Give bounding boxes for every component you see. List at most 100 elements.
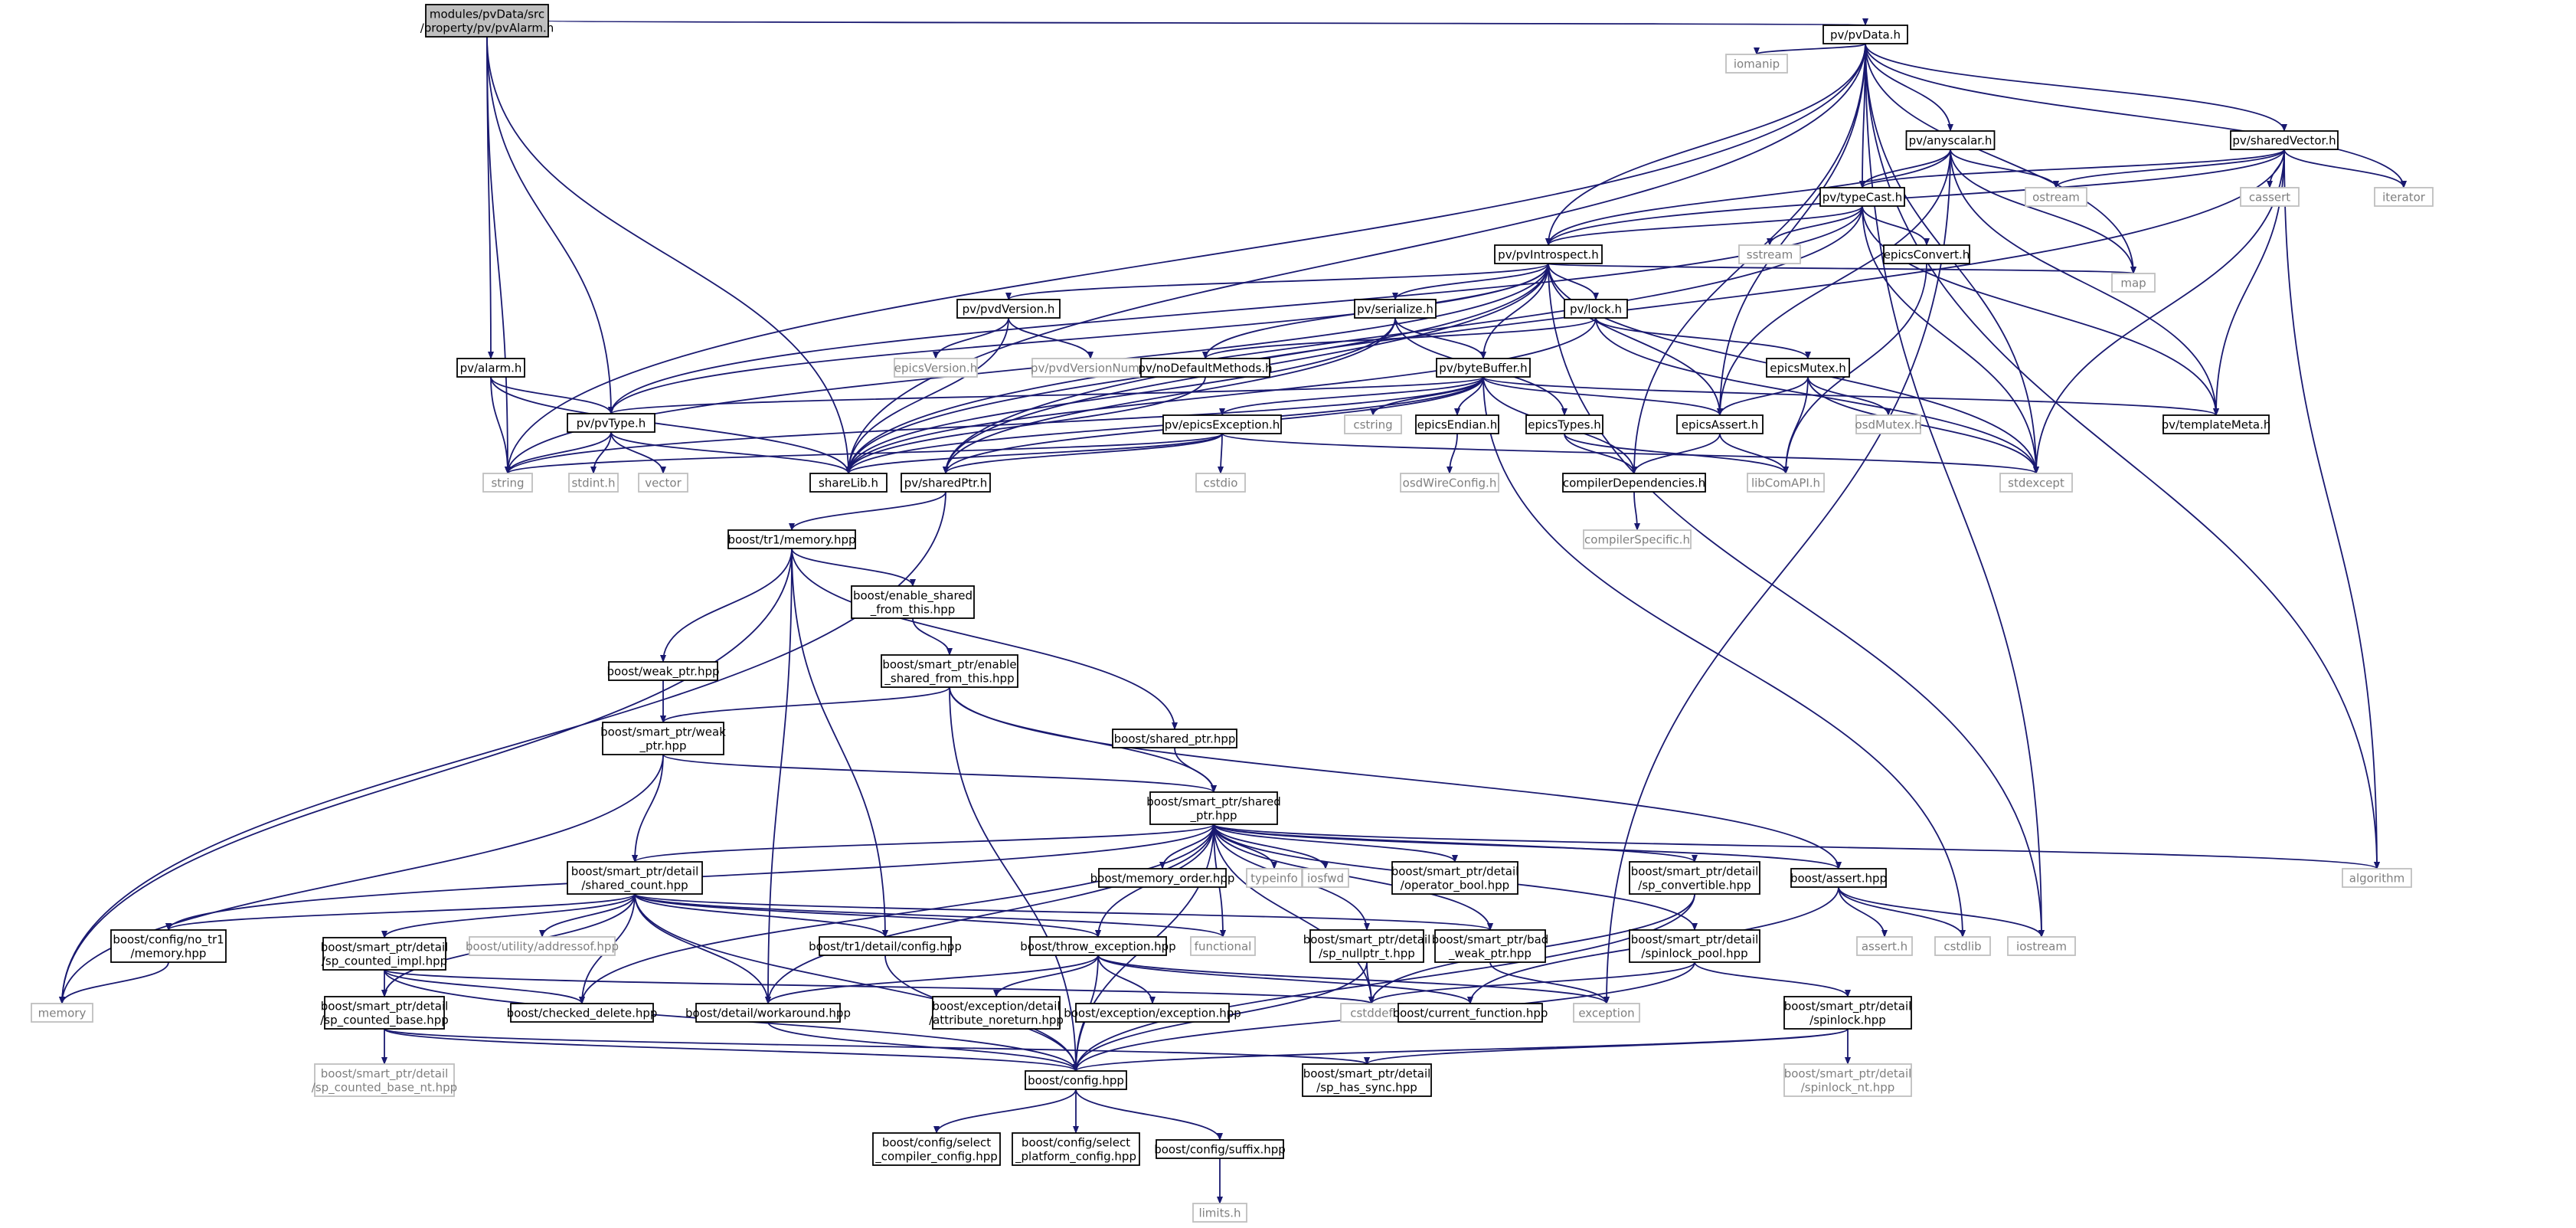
node-box-root[interactable] xyxy=(425,4,549,38)
node-box-pvdVersion[interactable] xyxy=(956,299,1061,319)
node-boostConfig[interactable]: boost/config.hpp xyxy=(1025,1070,1127,1090)
node-box-weakPtr[interactable] xyxy=(608,661,718,681)
node-box-sharedPtrHpp[interactable] xyxy=(1112,729,1237,748)
node-weakPtr[interactable]: boost/weak_ptr.hpp xyxy=(606,661,720,681)
node-lock[interactable]: pv/lock.h xyxy=(1564,299,1628,319)
node-box-pvType[interactable] xyxy=(567,413,655,433)
node-box-configNoTr1[interactable] xyxy=(110,929,227,963)
node-tr1config[interactable]: boost/tr1/detail/config.hpp xyxy=(809,936,962,956)
node-attrNoreturn[interactable]: boost/exception/detail/attribute_noretur… xyxy=(929,996,1064,1030)
node-box-memoryOrder[interactable] xyxy=(1098,868,1227,888)
node-epicsAssert[interactable]: epicsAssert.h xyxy=(1676,414,1764,434)
node-epicsEndian[interactable]: epicsEndian.h xyxy=(1415,414,1499,434)
node-box-typeCast[interactable] xyxy=(1819,187,1905,207)
node-boostAssert[interactable]: boost/assert.hpp xyxy=(1790,868,1887,888)
node-box-spCountedBase[interactable] xyxy=(324,996,445,1030)
node-tr1memory[interactable]: boost/tr1/memory.hpp xyxy=(727,529,856,549)
node-badWeakPtr[interactable]: boost/smart_ptr/bad_weak_ptr.hpp xyxy=(1432,929,1549,963)
node-pvData[interactable]: pv/pvData.h xyxy=(1822,25,1908,44)
node-throwException[interactable]: boost/throw_exception.hpp xyxy=(1020,936,1176,956)
node-box-epicsEndian[interactable] xyxy=(1415,414,1499,434)
node-pvIntrospect[interactable]: pv/pvIntrospect.h xyxy=(1494,244,1603,264)
node-serialize[interactable]: pv/serialize.h xyxy=(1354,299,1437,319)
node-box-sharedPtr[interactable] xyxy=(901,473,991,493)
node-selectCompiler[interactable]: boost/config/select_compiler_config.hpp xyxy=(872,1132,1001,1166)
node-sharedVector[interactable]: pv/sharedVector.h xyxy=(2230,130,2339,150)
node-spCountedImpl[interactable]: boost/smart_ptr/detail/sp_counted_impl.h… xyxy=(321,937,449,971)
node-box-spNullptr[interactable] xyxy=(1309,929,1424,963)
node-compilerDep[interactable]: compilerDependencies.h xyxy=(1562,473,1706,493)
node-box-currentFunction[interactable] xyxy=(1398,1003,1543,1023)
node-box-checkedDelete[interactable] xyxy=(510,1003,654,1023)
node-epicsMutex[interactable]: epicsMutex.h xyxy=(1766,358,1850,378)
node-box-serialize[interactable] xyxy=(1354,299,1437,319)
node-spWeakPtr[interactable]: boost/smart_ptr/weak_ptr.hpp xyxy=(600,722,726,755)
node-box-pvIntrospect[interactable] xyxy=(1494,244,1603,264)
node-box-shareLib[interactable] xyxy=(809,473,888,493)
node-templateMeta[interactable]: pv/templateMeta.h xyxy=(2162,414,2271,434)
node-spEnableShared[interactable]: boost/smart_ptr/enable_shared_from_this.… xyxy=(881,654,1018,688)
node-box-pvData[interactable] xyxy=(1822,25,1908,44)
node-box-sharedVector[interactable] xyxy=(2230,130,2339,150)
node-box-badWeakPtr[interactable] xyxy=(1434,929,1546,963)
node-box-compilerDep[interactable] xyxy=(1562,473,1706,493)
node-box-enableShared[interactable] xyxy=(851,585,975,619)
node-box-byteBuffer[interactable] xyxy=(1436,358,1531,378)
node-currentFunction[interactable]: boost/current_function.hpp xyxy=(1393,1003,1548,1023)
node-selectPlatform[interactable]: boost/config/select_platform_config.hpp xyxy=(1012,1132,1140,1166)
node-epicsException[interactable]: pv/epicsException.h xyxy=(1162,414,1282,434)
node-pvType[interactable]: pv/pvType.h xyxy=(567,413,655,433)
node-box-spConvertible[interactable] xyxy=(1629,861,1760,895)
node-box-spHasSync[interactable] xyxy=(1302,1063,1432,1097)
node-spSharedPtr[interactable]: boost/smart_ptr/shared_ptr.hpp xyxy=(1146,791,1281,825)
node-sharedPtrHpp[interactable]: boost/shared_ptr.hpp xyxy=(1112,729,1237,748)
node-box-spinlock[interactable] xyxy=(1783,996,1912,1030)
node-exceptionHpp[interactable]: boost/exception/exception.hpp xyxy=(1064,1003,1241,1023)
node-box-boostConfig[interactable] xyxy=(1025,1070,1127,1090)
node-box-lock[interactable] xyxy=(1564,299,1628,319)
node-byteBuffer[interactable]: pv/byteBuffer.h xyxy=(1436,358,1531,378)
node-box-tr1memory[interactable] xyxy=(727,529,856,549)
node-box-boostAssert[interactable] xyxy=(1790,868,1887,888)
node-alarm[interactable]: pv/alarm.h xyxy=(456,358,525,378)
node-configNoTr1[interactable]: boost/config/no_tr1/memory.hpp xyxy=(110,929,227,963)
node-operatorBool[interactable]: boost/smart_ptr/detail/operator_bool.hpp xyxy=(1391,861,1519,895)
node-box-alarm[interactable] xyxy=(456,358,525,378)
node-enableShared[interactable]: boost/enable_shared_from_this.hpp xyxy=(851,585,975,619)
node-box-epicsMutex[interactable] xyxy=(1766,358,1850,378)
node-root[interactable]: modules/pvData/src/property/pv/pvAlarm.h xyxy=(420,4,554,38)
node-box-workaround[interactable] xyxy=(695,1003,841,1023)
node-spinlock[interactable]: boost/smart_ptr/detail/spinlock.hpp xyxy=(1783,996,1912,1030)
node-anyscalar[interactable]: pv/anyscalar.h xyxy=(1905,130,1996,150)
node-spNullptr[interactable]: boost/smart_ptr/detail/sp_nullptr_t.hpp xyxy=(1303,929,1431,963)
node-box-epicsAssert[interactable] xyxy=(1676,414,1764,434)
node-typeCast[interactable]: pv/typeCast.h xyxy=(1819,187,1905,207)
node-suffix[interactable]: boost/config/suffix.hpp xyxy=(1154,1139,1286,1159)
node-box-operatorBool[interactable] xyxy=(1391,861,1518,895)
node-sharedPtr[interactable]: pv/sharedPtr.h xyxy=(901,473,991,493)
node-box-attrNoreturn[interactable] xyxy=(932,996,1061,1030)
node-memoryOrder[interactable]: boost/memory_order.hpp xyxy=(1090,868,1235,888)
node-box-selectPlatform[interactable] xyxy=(1012,1132,1140,1166)
node-box-anyscalar[interactable] xyxy=(1905,130,1996,150)
node-box-epicsException[interactable] xyxy=(1162,414,1282,434)
node-epicsConvert[interactable]: epicsConvert.h xyxy=(1883,244,1970,264)
node-box-templateMeta[interactable] xyxy=(2162,414,2270,434)
node-box-sharedCount[interactable] xyxy=(567,861,703,895)
node-box-noDefault[interactable] xyxy=(1140,358,1270,378)
node-spHasSync[interactable]: boost/smart_ptr/detail/sp_has_sync.hpp xyxy=(1302,1063,1432,1097)
node-box-throwException[interactable] xyxy=(1029,936,1167,956)
node-spCountedBase[interactable]: boost/smart_ptr/detail/sp_counted_base.h… xyxy=(320,996,449,1030)
node-box-spWeakPtr[interactable] xyxy=(602,722,724,755)
node-checkedDelete[interactable]: boost/checked_delete.hpp xyxy=(507,1003,658,1023)
node-spConvertible[interactable]: boost/smart_ptr/detail/sp_convertible.hp… xyxy=(1629,861,1760,895)
node-box-epicsConvert[interactable] xyxy=(1883,244,1970,264)
node-spinlockPool[interactable]: boost/smart_ptr/detail/spinlock_pool.hpp xyxy=(1629,929,1760,963)
node-sharedCount[interactable]: boost/smart_ptr/detail/shared_count.hpp xyxy=(567,861,703,895)
node-box-tr1config[interactable] xyxy=(819,936,952,956)
node-box-spCountedImpl[interactable] xyxy=(322,937,446,971)
node-pvdVersion[interactable]: pv/pvdVersion.h xyxy=(956,299,1061,319)
node-box-epicsTypes[interactable] xyxy=(1525,414,1603,434)
node-box-selectCompiler[interactable] xyxy=(872,1132,1001,1166)
node-noDefault[interactable]: pv/noDefaultMethods.h xyxy=(1138,358,1273,378)
